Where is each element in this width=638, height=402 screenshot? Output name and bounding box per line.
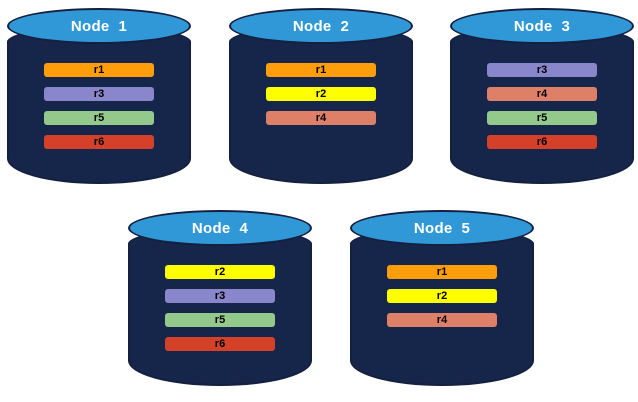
replica-label: r2 (436, 289, 448, 302)
replica-bar[interactable]: r4 (266, 111, 376, 125)
replica-label: r3 (536, 63, 548, 76)
replica-bar[interactable]: r5 (487, 111, 597, 125)
replica-label: r1 (315, 63, 327, 76)
replica-label: r2 (214, 265, 226, 278)
node-title: Node 5 (413, 219, 471, 237)
replica-bar[interactable]: r5 (44, 111, 154, 125)
cylinder-body (229, 26, 413, 184)
node-5[interactable]: Node 5 r1 r2 r4 (350, 210, 534, 386)
cylinder-top: Node 4 (128, 210, 312, 246)
replica-label: r6 (93, 135, 105, 148)
cylinder-body (128, 228, 312, 386)
replica-bar[interactable]: r4 (387, 313, 497, 327)
node-3[interactable]: Node 3 r3 r4 r5 r6 (450, 8, 634, 184)
node-4[interactable]: Node 4 r2 r3 r5 r6 (128, 210, 312, 386)
node-1[interactable]: Node 1 r1 r3 r5 r6 (7, 8, 191, 184)
node-title: Node 3 (513, 17, 571, 35)
cylinder-body (450, 26, 634, 184)
replica-label: r6 (214, 337, 226, 350)
replica-label: r2 (315, 87, 327, 100)
replica-bar[interactable]: r2 (387, 289, 497, 303)
replica-bar[interactable]: r6 (165, 337, 275, 351)
node-title: Node 2 (292, 17, 350, 35)
replica-label: r5 (93, 111, 105, 124)
replica-label: r3 (93, 87, 105, 100)
replica-bar[interactable]: r4 (487, 87, 597, 101)
cylinder-top: Node 3 (450, 8, 634, 44)
replica-bar[interactable]: r3 (487, 63, 597, 77)
replica-bar[interactable]: r1 (266, 63, 376, 77)
cylinder-body (7, 26, 191, 184)
cylinder-top: Node 1 (7, 8, 191, 44)
replica-label: r6 (536, 135, 548, 148)
replica-bar[interactable]: r1 (44, 63, 154, 77)
cylinder-top: Node 2 (229, 8, 413, 44)
replica-label: r1 (93, 63, 105, 76)
replica-bar[interactable]: r6 (487, 135, 597, 149)
replica-label: r4 (536, 87, 548, 100)
replica-label: r1 (436, 265, 448, 278)
replica-bar[interactable]: r3 (44, 87, 154, 101)
node-title: Node 4 (191, 219, 249, 237)
replica-label: r4 (315, 111, 327, 124)
cylinder-body (350, 228, 534, 386)
replica-label: r4 (436, 313, 448, 326)
replica-label: r3 (214, 289, 226, 302)
cylinder-top: Node 5 (350, 210, 534, 246)
replica-bar[interactable]: r1 (387, 265, 497, 279)
replica-label: r5 (536, 111, 548, 124)
replica-label: r5 (214, 313, 226, 326)
replica-bar[interactable]: r6 (44, 135, 154, 149)
node-2[interactable]: Node 2 r1 r2 r4 (229, 8, 413, 184)
replica-bar[interactable]: r5 (165, 313, 275, 327)
replica-bar[interactable]: r3 (165, 289, 275, 303)
replica-bar[interactable]: r2 (266, 87, 376, 101)
node-title: Node 1 (70, 17, 128, 35)
replica-bar[interactable]: r2 (165, 265, 275, 279)
